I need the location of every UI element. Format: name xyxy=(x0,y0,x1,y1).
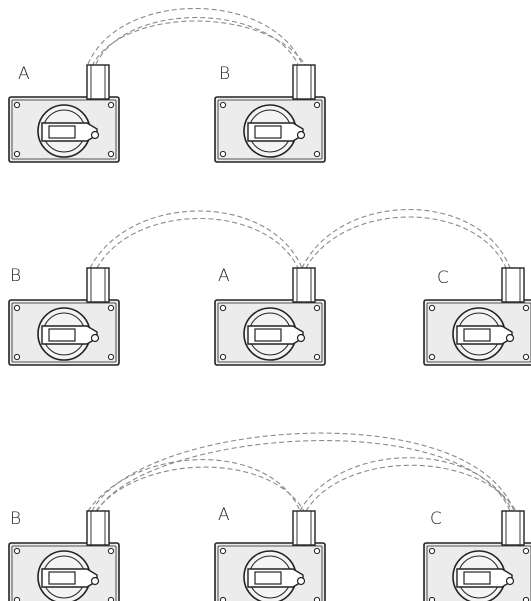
unit-label-3-3: C xyxy=(430,509,442,529)
interlock-switch-icon xyxy=(214,64,326,163)
row-1: A B xyxy=(8,7,326,163)
unit-label-3-1: B xyxy=(10,509,21,529)
row-3: B A C xyxy=(8,432,531,601)
interlock-switch-icon xyxy=(214,510,326,601)
interlock-switch-icon xyxy=(8,267,120,366)
unit-label-2-3: C xyxy=(437,268,449,288)
unit-label-2-2: A xyxy=(218,266,230,286)
unit-label-1-2: B xyxy=(219,64,230,84)
interlock-switch-icon xyxy=(214,267,326,366)
unit-label-2-1: B xyxy=(10,266,21,286)
unit-label-1-1: A xyxy=(18,64,30,84)
interlock-switch-icon xyxy=(8,510,120,601)
unit-label-3-2: A xyxy=(218,505,230,525)
row-2: B A C xyxy=(8,208,531,366)
